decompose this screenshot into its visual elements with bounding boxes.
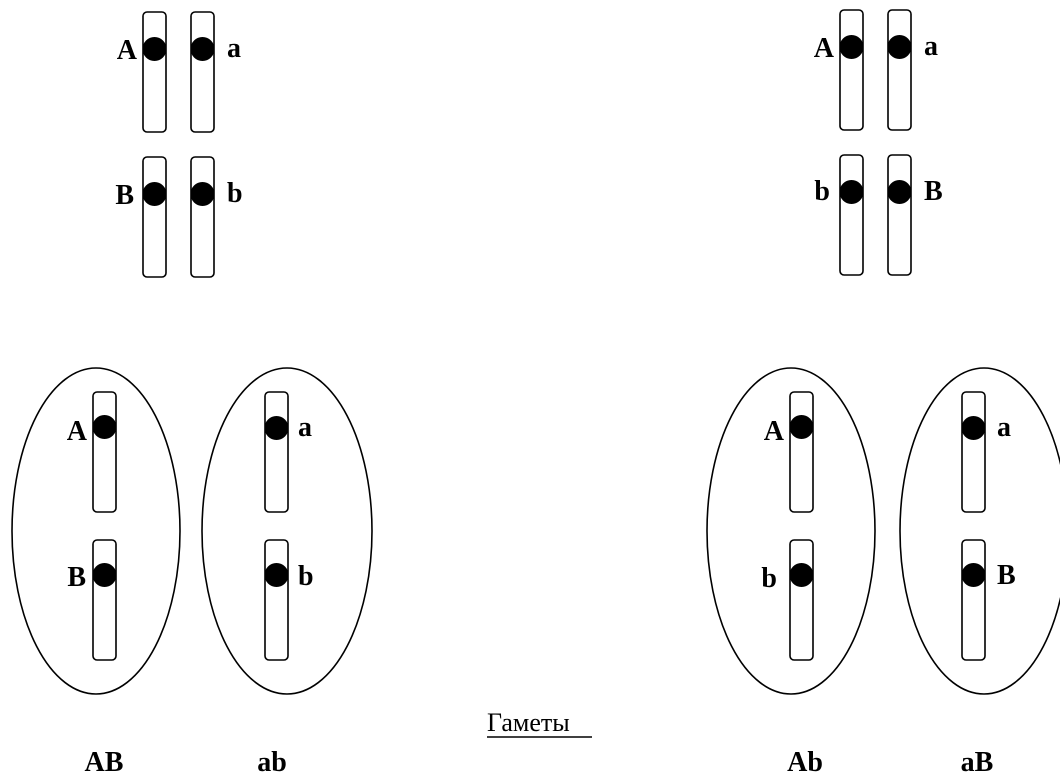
- gamete-label: Ab: [787, 747, 823, 778]
- gamete-outline: [706, 367, 876, 695]
- allele-label: A: [117, 35, 138, 66]
- chromosome: [190, 11, 215, 133]
- gamete-outline: [11, 367, 181, 695]
- gene-locus: [190, 182, 215, 206]
- gamete-cell: a b: [201, 367, 373, 695]
- chromosome: [839, 154, 864, 276]
- gamete-outline: [201, 367, 373, 695]
- gamete-label: aB: [961, 747, 994, 778]
- chromosome: [839, 9, 864, 131]
- allele-label: a: [227, 33, 241, 64]
- gamete-cell: A B: [11, 367, 181, 695]
- gene-locus: [190, 37, 215, 61]
- parent-2: A a b B: [814, 9, 943, 276]
- allele-label: B: [67, 562, 86, 593]
- gene-locus: [961, 563, 986, 587]
- allele-label: B: [924, 176, 943, 207]
- chromosome: [142, 156, 167, 278]
- gamete-outline: [899, 367, 1060, 695]
- gene-locus: [887, 180, 912, 204]
- gene-locus: [142, 182, 167, 206]
- allele-label: b: [298, 561, 314, 592]
- gamete-label: ab: [257, 747, 287, 778]
- allele-label: b: [814, 176, 830, 207]
- allele-label: a: [924, 31, 938, 62]
- chromosome: [789, 391, 814, 513]
- gametes-title: Гаметы: [487, 708, 570, 737]
- gamete-cell: A b: [706, 367, 876, 695]
- chromosome: [92, 391, 117, 513]
- chromosome: [92, 539, 117, 661]
- gene-locus: [887, 35, 912, 59]
- allele-label: B: [997, 560, 1016, 591]
- allele-label: a: [298, 412, 312, 443]
- gene-locus: [264, 563, 289, 587]
- chromosome: [961, 539, 986, 661]
- gene-locus: [92, 563, 117, 587]
- chromosome: [887, 9, 912, 131]
- chromosome: [264, 391, 289, 513]
- gene-locus: [961, 416, 986, 440]
- chromosome: [190, 156, 215, 278]
- parent-1: A a B b: [115, 11, 243, 278]
- gene-locus: [789, 415, 814, 439]
- allele-label: A: [814, 33, 835, 64]
- chromosome: [264, 539, 289, 661]
- gene-locus: [839, 35, 864, 59]
- allele-label: a: [997, 412, 1011, 443]
- allele-label: b: [227, 178, 243, 209]
- allele-label: A: [764, 416, 785, 447]
- allele-label: b: [761, 563, 777, 594]
- gamete-cell: a B: [899, 367, 1060, 695]
- allele-label: A: [67, 416, 88, 447]
- chromosome: [961, 391, 986, 513]
- chromosome: [887, 154, 912, 276]
- chromosome: [142, 11, 167, 133]
- gene-locus: [92, 415, 117, 439]
- gamete-label: AB: [85, 747, 124, 778]
- gene-locus: [142, 37, 167, 61]
- chromosome: [789, 539, 814, 661]
- gene-locus: [839, 180, 864, 204]
- allele-label: B: [115, 180, 134, 211]
- gene-locus: [789, 563, 814, 587]
- gene-locus: [264, 416, 289, 440]
